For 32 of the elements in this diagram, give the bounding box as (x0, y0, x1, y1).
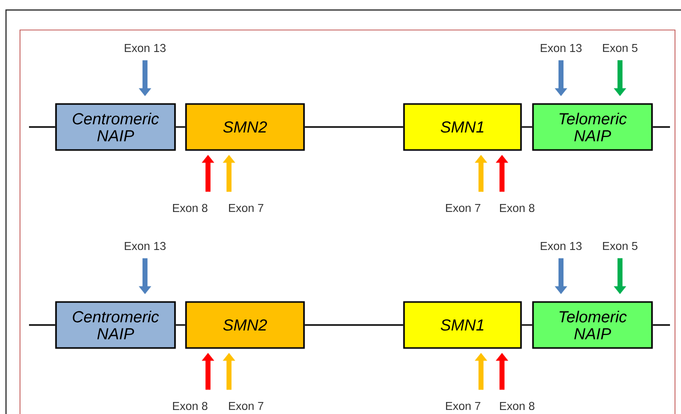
gene-box: Centromeric NAIP (55, 301, 176, 349)
chromosome-line (304, 126, 404, 128)
gene-box: Telomeric NAIP (532, 103, 653, 151)
exon-label: Exon 7 (446, 402, 480, 410)
gene-box: SMN2 (185, 103, 305, 151)
exon-label: Exon 8 (173, 402, 208, 410)
gene-box: Centromeric NAIP (55, 103, 176, 151)
exon-label: Exon 5 (603, 242, 638, 250)
gene-box: SMN2 (185, 301, 305, 349)
exon-label: Exon 7 (229, 204, 264, 212)
gene-box: Telomeric NAIP (532, 301, 653, 349)
chromosome-line (522, 324, 532, 326)
exon-label: Exon 8 (500, 204, 534, 212)
chromosome-line (176, 324, 186, 326)
gene-box: SMN1 (403, 103, 522, 151)
exon-label: Exon 8 (500, 402, 534, 410)
chromosome-line (652, 126, 670, 128)
exon-label: Exon 8 (173, 204, 208, 212)
chromosome-line (652, 324, 670, 326)
exon-label: Exon 5 (603, 44, 638, 52)
chromosome-line (29, 126, 56, 128)
exon-label: Exon 7 (229, 402, 264, 410)
chromosome-line (304, 324, 404, 326)
gene-box: SMN1 (403, 301, 522, 349)
chromosome-line (176, 126, 186, 128)
chromosome-line (522, 126, 532, 128)
exon-label: Exon 13 (540, 44, 582, 52)
exon-label: Exon 13 (540, 242, 582, 250)
chromosome-line (29, 324, 56, 326)
exon-label: Exon 7 (446, 204, 480, 212)
exon-label: Exon 13 (124, 44, 166, 52)
exon-label: Exon 13 (124, 242, 166, 250)
